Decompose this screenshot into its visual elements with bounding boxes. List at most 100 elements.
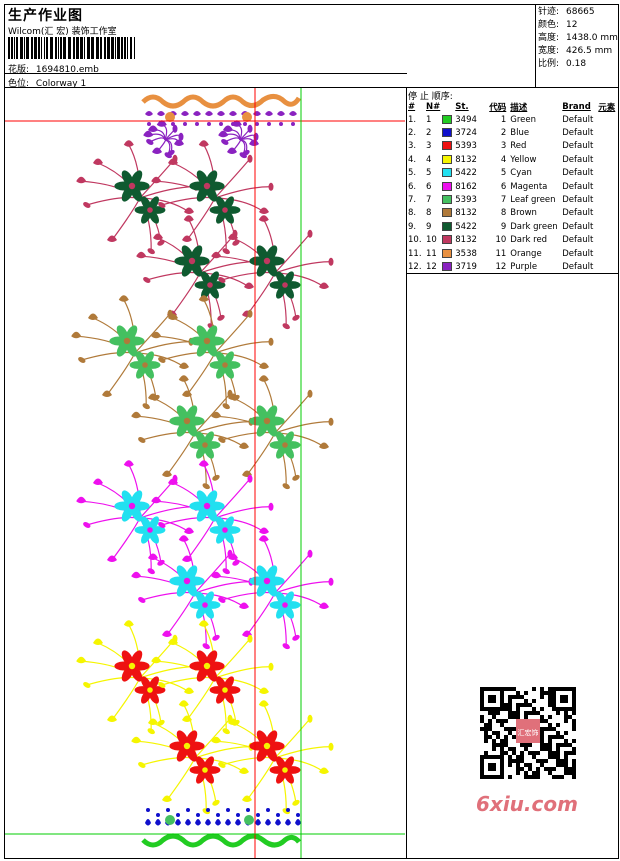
row-number: 9: [500, 221, 507, 232]
bud-shape: [198, 140, 209, 147]
leaf-stem: [274, 233, 311, 274]
qr-logo-text: 汇宏饰: [518, 728, 539, 737]
flower-petal: [283, 756, 294, 771]
bud-shape: [107, 715, 117, 722]
leaf-shape: [328, 417, 334, 426]
leaf-stem: [111, 197, 141, 241]
barcode-bar: [100, 37, 102, 59]
row-element: [598, 113, 617, 126]
flower-motif: [169, 565, 205, 597]
qr-module: [520, 751, 524, 755]
qr-module: [484, 727, 488, 731]
leaf-shape: [157, 719, 165, 726]
barcode-bar: [73, 37, 75, 59]
bud-shape: [258, 375, 269, 382]
barcode-bar: [130, 37, 132, 59]
bud-shape: [198, 620, 209, 627]
purple-lace: [157, 111, 165, 116]
bud-shape: [168, 158, 178, 165]
row-brand: Default: [562, 208, 594, 219]
qr-module: [548, 735, 552, 739]
colorway-row: 色位: Colorway 1: [8, 76, 86, 89]
color-swatch: [442, 167, 455, 180]
colorway-value: Colorway 1: [35, 79, 87, 89]
flower-petal: [141, 209, 152, 224]
flower-petal: [265, 580, 278, 597]
qr-module: [572, 723, 576, 727]
flower-petal: [276, 444, 287, 459]
bud-shape: [76, 176, 87, 184]
qr-module: [532, 687, 536, 691]
flower-petal: [196, 604, 207, 619]
divider: [4, 73, 407, 74]
qr-module: [536, 759, 540, 763]
flower-center: [147, 207, 153, 213]
qr-module: [512, 727, 516, 731]
flower-petal: [205, 650, 218, 667]
qr-module: [516, 703, 520, 707]
qr-module: [548, 723, 552, 727]
qr-finder-core: [560, 695, 568, 703]
flower-petal: [276, 431, 287, 446]
row-element: [598, 260, 617, 273]
bud-shape: [218, 130, 229, 138]
purple-dot: [219, 122, 223, 126]
flower-petal: [203, 431, 214, 446]
qr-module: [544, 767, 548, 771]
bud-shape: [184, 527, 194, 534]
col-header: 描述: [510, 103, 528, 113]
stat-value: 0.18: [566, 59, 587, 69]
qr-module: [532, 751, 536, 755]
barcode-bar: [87, 37, 90, 59]
bud-shape: [93, 638, 103, 645]
bottom-border-scallop: [141, 833, 301, 848]
flower-petal: [196, 769, 207, 784]
qr-module: [508, 727, 512, 731]
leaf-shape: [307, 549, 313, 558]
bud-shape: [228, 393, 238, 400]
bud-shape: [198, 460, 209, 467]
leaf-shape: [222, 728, 230, 735]
blue-dot: [226, 808, 230, 812]
purple-lace: [181, 111, 189, 116]
bud-shape: [148, 393, 158, 400]
row-brand: Default: [562, 261, 594, 272]
flower-petal: [148, 529, 159, 544]
row-element: [598, 234, 617, 247]
row-brand: Default: [562, 195, 594, 206]
qr-module: [512, 759, 516, 763]
green-flower: [165, 815, 175, 825]
bud-shape: [118, 295, 129, 302]
flower-petal: [216, 209, 227, 224]
flower-petal: [196, 340, 209, 357]
leaf-shape: [218, 277, 226, 283]
qr-module: [504, 719, 508, 723]
qr-module: [564, 739, 568, 743]
color-swatch: [442, 220, 455, 233]
row-brand: Default: [562, 114, 594, 125]
leaf-shape: [222, 248, 230, 255]
qr-module: [536, 775, 540, 779]
flower-center: [282, 282, 288, 288]
bud-shape: [223, 125, 233, 132]
qr-module: [548, 755, 552, 759]
qr-module: [508, 747, 512, 751]
col-header: #: [408, 102, 416, 112]
row-needle: 1: [426, 114, 432, 125]
flower-motif: [134, 196, 166, 224]
row-needle: 4: [426, 154, 432, 165]
qr-module: [564, 719, 568, 723]
row-code: 8162: [455, 181, 477, 192]
qr-module: [556, 763, 560, 767]
qr-module: [508, 759, 512, 763]
blue-lace: [295, 819, 301, 826]
bud-shape: [168, 313, 178, 320]
bud-shape: [184, 687, 194, 694]
leaf-stem: [194, 718, 231, 759]
qr-module: [500, 751, 504, 755]
flower-petal: [223, 209, 234, 224]
flower-motif: [209, 516, 241, 544]
qr-module: [560, 735, 564, 739]
bud-shape: [93, 158, 103, 165]
